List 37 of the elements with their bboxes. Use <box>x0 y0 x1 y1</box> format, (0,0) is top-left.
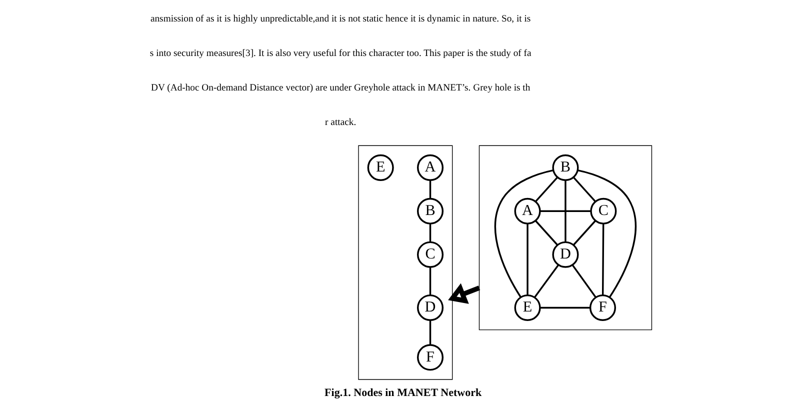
connector <box>534 220 558 246</box>
node-circle: E <box>514 294 541 321</box>
connector <box>526 224 528 296</box>
connector <box>429 267 432 296</box>
connector <box>572 220 596 246</box>
node-circle: C <box>416 241 444 268</box>
connector <box>540 210 591 212</box>
connector <box>429 224 432 242</box>
node-circle: E <box>367 154 394 181</box>
label: r attack. <box>325 117 356 128</box>
node-circle: A <box>514 198 541 224</box>
node-circle: B <box>416 198 444 224</box>
connector <box>429 180 432 199</box>
node-circle: D <box>416 294 444 321</box>
node-circle: F <box>416 344 444 371</box>
caption: Fig.1. Nodes in MANET Network <box>324 386 482 399</box>
connector <box>429 320 432 345</box>
node-circle: F <box>589 294 616 321</box>
arrow <box>448 283 480 304</box>
connector <box>540 306 590 309</box>
connector <box>534 176 558 202</box>
node-circle: C <box>590 198 617 224</box>
connector <box>602 224 604 296</box>
node-circle: A <box>416 154 444 181</box>
connector <box>572 176 596 202</box>
cluster <box>358 145 453 380</box>
connector <box>572 264 596 298</box>
cluster <box>478 145 652 330</box>
connector <box>534 264 560 298</box>
connector <box>578 169 637 298</box>
connector <box>564 180 566 242</box>
connector <box>494 169 554 298</box>
node-circle: D <box>552 241 579 268</box>
label: s into security measures[3]. It is also very useful for this character too. This paper is the study of fa <box>150 48 532 60</box>
label: DV (Ad-hoc On-demand Distance vector) are under Greyhole attack in MANET’s. Grey hole is th <box>150 82 530 94</box>
node-circle: B <box>552 154 579 181</box>
label: ansmission of as it is highly unpredictable,and it is not static hence it is dynamic in nature. So, it is <box>150 14 531 25</box>
